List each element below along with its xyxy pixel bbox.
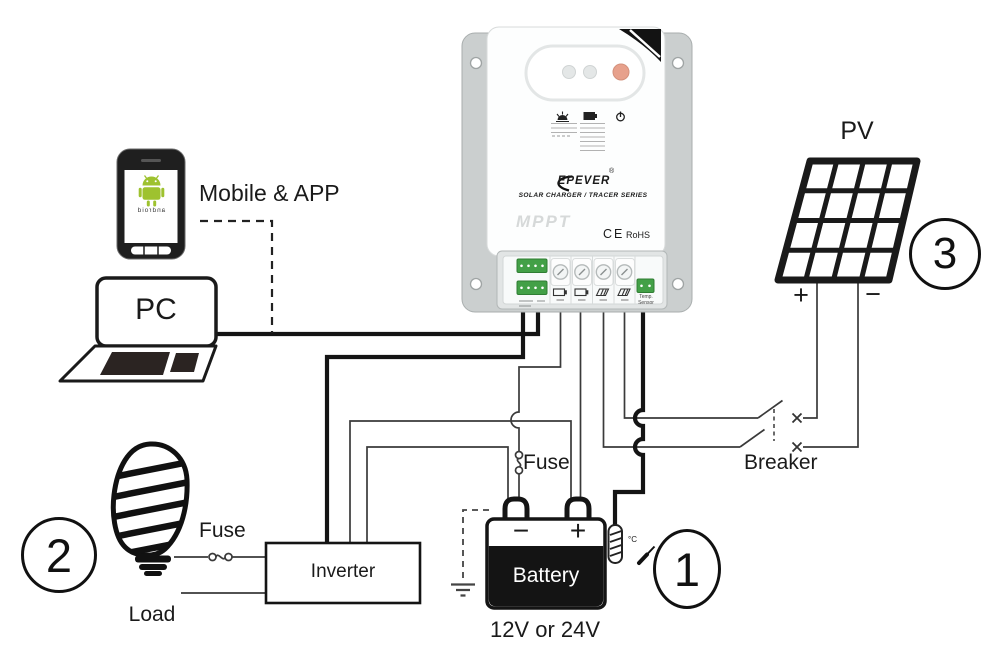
android-wordmark: android <box>136 207 166 214</box>
callout-1-number: 1 <box>673 542 701 596</box>
keyboard <box>100 352 170 375</box>
pc-label: PC <box>135 293 177 326</box>
temp-sensor-label-2: Sensor <box>638 300 654 306</box>
wire-inverter-battery-minus <box>366 446 509 545</box>
callout-3-number: 3 <box>932 229 958 278</box>
fuse-load-label: Fuse <box>199 519 246 542</box>
fuse-symbol <box>215 554 227 560</box>
pv-icon <box>595 288 610 297</box>
ce-mark: CE <box>603 227 625 241</box>
led-indicator <box>583 65 597 79</box>
pv-icon <box>617 288 631 297</box>
pv-panel-icon <box>774 157 921 284</box>
callout-1-battery: 1 <box>653 529 721 609</box>
callout-2-number: 2 <box>45 528 73 582</box>
wire-layer <box>174 219 859 597</box>
sun-icon <box>557 115 568 120</box>
laptop-icon <box>58 276 218 383</box>
screwdriver-icon <box>637 545 656 565</box>
battery-ground <box>451 509 489 597</box>
wire-inverter-battery-plus <box>349 420 572 545</box>
wire-controller-pv-minus <box>602 281 859 448</box>
inverter-box <box>264 541 422 605</box>
wire-controller-inverter-comm <box>324 296 526 545</box>
series-label: SOLAR CHARGER / TRACER SERIES <box>518 192 648 199</box>
mounting-holes <box>469 56 685 291</box>
wire-controller-pv-plus <box>623 281 818 419</box>
terminal-fineprint <box>519 300 545 307</box>
remote-terminal <box>516 280 548 295</box>
battery-unit <box>485 496 607 610</box>
load-label: Load <box>128 603 176 626</box>
legend-block <box>551 111 625 151</box>
battery-post-plus <box>564 496 592 521</box>
fuse-battery-label: Fuse <box>523 451 570 474</box>
battery-plus-label: + <box>569 515 587 546</box>
callout-3-pv: 3 <box>909 218 981 290</box>
speaker-slot <box>141 159 161 162</box>
mobile-app-label: Mobile & APP <box>199 180 340 206</box>
battery-body <box>488 546 604 607</box>
temp-sensor-probe-icon <box>607 524 623 564</box>
fuse-symbol <box>516 457 522 468</box>
rohs-label: RoHS <box>626 230 651 240</box>
charge-controller <box>461 26 693 313</box>
rs485-terminal <box>516 258 548 273</box>
battery-post-minus <box>502 496 530 521</box>
callout-2-load: 2 <box>21 517 97 593</box>
temp-sensor-terminal <box>636 278 655 293</box>
battery-icon <box>583 112 595 120</box>
screw-terminals <box>550 258 635 286</box>
trackpad <box>170 353 199 372</box>
android-robot-icon <box>138 175 165 207</box>
terminal-icons <box>552 288 631 301</box>
phone-buttons <box>131 246 171 255</box>
temp-sensor-label-1: Temp. <box>639 294 653 300</box>
terminal-strip <box>496 250 668 310</box>
corner-accent <box>619 29 661 62</box>
wire-temp-sensor <box>612 294 646 527</box>
pv-plus-label: + <box>793 280 809 310</box>
led-indicator-orange <box>612 63 630 81</box>
breaker-label: Breaker <box>744 451 818 474</box>
epever-brand: EPEVER <box>557 175 611 187</box>
led-indicator <box>562 65 576 79</box>
registered-mark: ® <box>609 168 615 175</box>
cfl-bulb-icon <box>110 441 190 576</box>
pv-label: PV <box>840 117 874 145</box>
battery-minus-label: − <box>512 515 530 546</box>
corner-accent-stripe <box>629 29 661 58</box>
breaker-contact-marks <box>791 412 803 453</box>
smartphone-icon <box>116 148 186 260</box>
wire-load-inverter <box>174 552 266 594</box>
battery-voltage-label: 12V or 24V <box>489 617 601 642</box>
mppt-watermark: MPPT <box>516 212 572 231</box>
wire-mobile-dashed <box>200 219 274 333</box>
pv-minus-label: − <box>865 279 881 309</box>
inverter-label: Inverter <box>310 561 376 582</box>
ground-icon <box>451 583 475 597</box>
battery-label: Battery <box>512 564 580 587</box>
epever-logo-swoosh <box>557 175 573 192</box>
celsius-label: °C <box>628 535 637 544</box>
